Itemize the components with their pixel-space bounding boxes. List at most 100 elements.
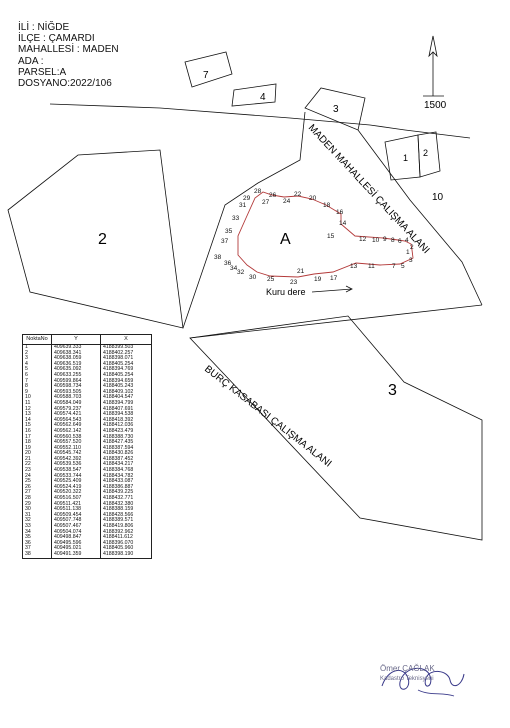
table-cell-x: 4188428.566 [100, 512, 152, 519]
table-cell-x: 4188433.087 [100, 479, 152, 485]
point-label-17: 17 [330, 275, 338, 282]
point-label-30: 30 [249, 274, 257, 281]
point-label-22: 22 [294, 191, 302, 198]
point-label-4: 4 [405, 237, 409, 244]
table-cell-x: 4188388.730 [100, 434, 152, 441]
parcel-2-big [7, 149, 184, 329]
point-label-8: 8 [391, 237, 395, 244]
point-label-33: 33 [232, 215, 240, 222]
point-label-23: 23 [290, 279, 298, 286]
table-cell-x: 4188387.452 [100, 456, 152, 463]
table-cell-x: 4188432.771 [100, 495, 152, 502]
point-label-14: 14 [339, 220, 347, 227]
north-arrow-icon [423, 35, 444, 97]
point-label-35: 35 [225, 228, 233, 235]
parcel-3-top-label: 3 [333, 104, 339, 115]
table-cell-x: 4188404.547 [100, 395, 152, 401]
table-cell-x: 4188389.571 [100, 518, 152, 524]
table-cell-x: 4188427.435 [100, 439, 152, 446]
work-area-boundary-right [357, 129, 483, 306]
table-cell-x: 4188394.799 [100, 400, 152, 407]
table-cell-x: 4188405.243 [100, 384, 152, 390]
parcel-1-label: 1 [403, 153, 408, 163]
scale-label: 1500 [424, 100, 447, 111]
table-cell-x: 4188434.217 [100, 462, 152, 469]
table-cell-x: 4188396.070 [100, 540, 152, 547]
point-label-27: 27 [262, 199, 270, 206]
parcel-7 [184, 51, 233, 88]
table-cell-x: 4188394.659 [100, 378, 152, 385]
point-label-29: 29 [243, 195, 251, 202]
parcel-10-label: 10 [432, 192, 444, 203]
burc-area-label: BURÇ KASABASI ÇALIŞMA ALANI [202, 364, 333, 470]
table-cell-x: 4188423.479 [100, 428, 152, 435]
table-cell-y: 409491.359 [51, 551, 101, 559]
header-ada: ADA : [18, 55, 44, 67]
point-label-25: 25 [267, 276, 275, 283]
table-cell-x: 4188405.254 [100, 372, 152, 379]
parcel-2-small-label: 2 [423, 148, 428, 158]
table-cell-x: 4188412.036 [100, 423, 152, 429]
point-label-28: 28 [254, 188, 262, 195]
table-cell-x: 4188398.190 [100, 551, 152, 559]
header-block: İLİ : NİĞDE İLÇE : ÇAMARDI MAHALLESİ : M… [18, 22, 119, 89]
parcel-4 [231, 83, 277, 107]
table-cell-x: 4188386.887 [100, 484, 152, 491]
parcel-2-small [417, 131, 441, 178]
stream-label: Kuru dere [266, 287, 306, 297]
table-cell-x: 4188394.769 [100, 367, 152, 373]
table-header-no: NoktaNo [22, 334, 52, 345]
point-label-31: 31 [239, 202, 247, 209]
point-label-16: 16 [336, 209, 344, 216]
table-cell-x: 4188430.826 [100, 451, 152, 457]
table-cell-x: 4188392.962 [100, 529, 152, 536]
boundary-line-mid [189, 304, 483, 339]
parcel-3-big-label: 3 [388, 382, 397, 399]
point-label-20: 20 [309, 195, 317, 202]
arrow-right-icon [311, 285, 353, 293]
point-label-37: 37 [221, 238, 229, 245]
point-label-13: 13 [350, 263, 358, 270]
point-label-6: 6 [398, 238, 402, 245]
table-cell-x: 4188411.612 [100, 535, 152, 541]
signature-title: Kadastro Teknisyeni [380, 676, 434, 682]
table-cell-x: 4188419.806 [100, 523, 152, 530]
table-cell-x: 4188432.380 [100, 501, 152, 508]
table-cell-x: 4188388.159 [100, 507, 152, 513]
point-label-36: 36 [224, 260, 232, 267]
table-cell-x: 4188399.503 [100, 344, 152, 351]
point-label-19: 19 [314, 276, 322, 283]
point-label-26: 26 [269, 192, 277, 199]
signature-scribble [381, 667, 465, 697]
point-label-18: 18 [323, 202, 331, 209]
point-label-38: 38 [214, 254, 222, 261]
point-label-2: 2 [410, 244, 414, 251]
point-label-10: 10 [372, 237, 380, 244]
point-label-9: 9 [383, 236, 387, 243]
point-labels: 1 2 3 4 5 6 7 8 9 10 11 12 13 14 15 16 1… [214, 188, 414, 286]
